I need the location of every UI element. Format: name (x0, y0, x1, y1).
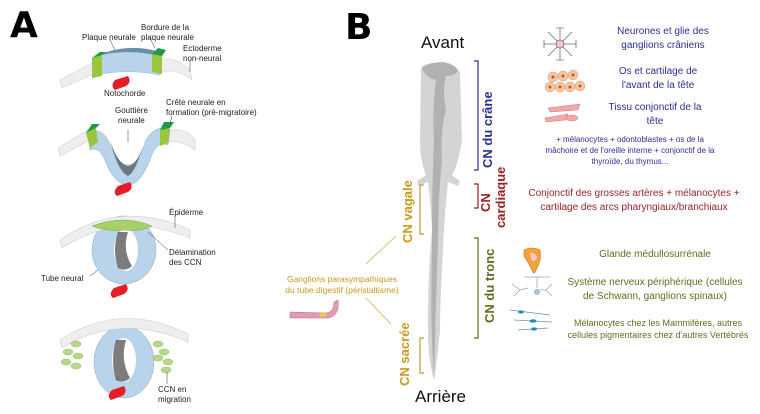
label-avant: Avant (421, 33, 465, 52)
label-notochorde: Notochorde (104, 89, 146, 98)
label-arriere: Arrière (415, 387, 467, 406)
label-ccn-line1: CCN en (158, 385, 187, 394)
label-ccn-line2: migration (158, 395, 191, 404)
cranial-desc-extra-line2: mâchoire et de l'oreille interne + conjo… (545, 145, 715, 155)
label-crete-line1: Crête neurale en (166, 98, 226, 107)
vagal-sacral-desc-line2: du tube digestif (péristaltisme) (285, 285, 399, 296)
trunk-desc-melano-line2: cellules pigmentaires chez d'autres Vert… (567, 330, 749, 341)
cranial-desc-neurones: Neurones et glie des ganglions crâniens (593, 25, 733, 52)
cranial-desc-neurones-line1: Neurones et glie des (617, 26, 709, 37)
label-delamination-line1: Délamination (169, 248, 216, 257)
label-ectoderme-line2: non-neural (183, 54, 222, 63)
trunk-desc-snp-line1: Système nerveux périphérique (cellules (567, 277, 743, 288)
trunk-desc-melano-line1: Mélanocytes chez les Mammifères, autres (573, 318, 743, 328)
trunk-desc-snp-line2: de Schwann, ganglions spinaux) (583, 290, 727, 302)
cranial-desc-tissu-line2: tête (646, 115, 664, 127)
cranial-desc-neurones-line2: ganglions crâniens (621, 39, 705, 51)
panel-b-letter: B (345, 7, 373, 48)
label-gouttiere-line2: neurale (118, 116, 145, 125)
label-plaque-neurale: Plaque neurale (82, 33, 136, 42)
cranial-desc-os-line1: Os et cartilage de (618, 66, 698, 77)
trunk-desc-glande: Glande médullosurrénale (599, 249, 711, 260)
panel-a-letter: A (10, 5, 38, 46)
label-gouttiere-line1: Gouttière (115, 106, 148, 115)
trunk-desc-melanocytes: Mélanocytes chez les Mammifères, autres … (558, 317, 758, 341)
label-epiderme: Épiderme (169, 208, 204, 217)
label-crete-line2: formation (pré-migratoire) (166, 108, 257, 117)
cranial-desc-os-line2: l'avant de la tête (621, 79, 695, 91)
label-bordure-line2: plaque neurale (141, 33, 194, 42)
label-tube-neural: Tube neural (41, 274, 84, 283)
cranial-desc-tissu: Tissu conjonctif de la tête (585, 101, 725, 128)
cranial-desc-extra-line1: + mélanocytes + odontoblastes + os de la (556, 135, 704, 144)
cranial-desc-tissu-line1: Tissu conjonctif de la (608, 102, 702, 113)
cranial-desc-os: Os et cartilage de l'avant de la tête (593, 65, 723, 92)
cardiac-desc-line1: Conjonctif des grosses artères + mélanoc… (528, 188, 740, 199)
trunk-desc-snp: Système nerveux périphérique (cellules d… (560, 276, 750, 303)
vagal-sacral-desc-line1: Ganglions parasympathiques (286, 274, 398, 284)
cranial-desc-extra-line3: thyroïde, du thymus... (591, 156, 669, 166)
vagal-sacral-desc: Ganglions parasympathiques du tube diges… (272, 274, 412, 297)
label-bordure-line1: Bordure de la (141, 23, 190, 32)
label-ectoderme-line1: Ectoderme (183, 44, 222, 53)
cranial-desc-extra: + mélanocytes + odontoblastes + os de la… (520, 135, 740, 167)
label-delamination-line2: des CCN (169, 258, 202, 267)
cardiac-desc-line2: cartilage des arcs pharyngiaux/branchiau… (540, 201, 728, 213)
cardiac-desc: Conjonctif des grosses artères + mélanoc… (516, 187, 752, 214)
